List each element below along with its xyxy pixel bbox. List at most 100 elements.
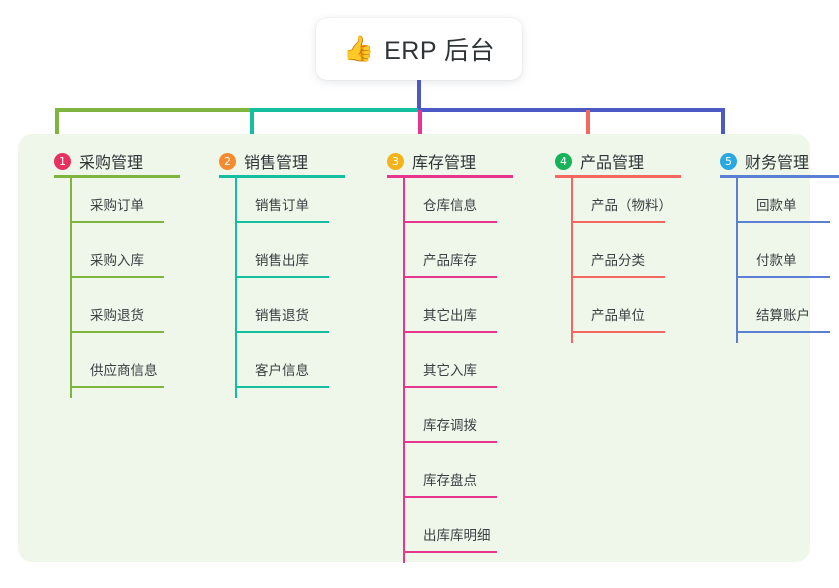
branch-spine [235,178,237,398]
branch-number-badge: 1 [54,152,71,170]
branch-item[interactable]: 销售退货 [219,290,384,345]
branch-item-rule [736,276,830,278]
branch-item-list: 仓库信息产品库存其它出库其它入库库存调拨库存盘点出库库明细 [387,180,552,565]
branch-item[interactable]: 采购入库 [54,235,219,290]
branch-column-inventory: 3 库存管理 仓库信息产品库存其它出库其它入库库存调拨库存盘点出库库明细 [387,134,552,563]
branch-column-purchasing: 1 采购管理 采购订单采购入库采购退货供应商信息 [54,134,219,398]
branch-item-label: 出库库明细 [423,528,491,543]
thumbs-up-icon: 👍 [342,34,375,63]
branch-item-list: 销售订单销售出库销售退货客户信息 [219,180,384,400]
branch-item-rule [403,496,497,498]
branch-item-label: 采购退货 [90,308,144,323]
branch-item[interactable]: 销售出库 [219,235,384,290]
bus-segment-teal [250,108,420,112]
branch-spine [571,178,573,343]
root-node-title: ERP 后台 [384,37,496,65]
branch-item[interactable]: 产品库存 [387,235,552,290]
branch-item-rule [403,331,497,333]
branch-item-label: 库存调拨 [423,418,477,433]
branch-item[interactable]: 回款单 [720,180,839,235]
branch-spine [736,178,738,343]
branch-header-inventory[interactable]: 3 库存管理 [387,134,552,176]
branch-item-label: 产品库存 [423,253,477,268]
branch-item-label: 销售出库 [255,253,309,268]
branch-item[interactable]: 库存调拨 [387,400,552,455]
root-node-card[interactable]: 👍 ERP 后台 [316,18,522,80]
bus-segment-green [55,108,252,112]
branch-column-finance: 5 财务管理 回款单付款单结算账户 [720,134,839,343]
branch-item-rule [403,551,497,553]
branch-item-label: 库存盘点 [423,473,477,488]
branches-panel: 1 采购管理 采购订单采购入库采购退货供应商信息 2 销售管理 销售订单销售出库… [18,134,839,563]
branch-item[interactable]: 采购退货 [54,290,219,345]
branch-title: 财务管理 [745,155,810,172]
branch-number-badge: 5 [720,152,737,170]
branch-title: 销售管理 [244,155,309,172]
branch-column-product: 4 产品管理 产品（物料） 产品分类产品单位 [555,134,720,343]
branch-item-rule [70,386,164,388]
branch-number-badge: 4 [555,152,572,170]
branch-item-label: 仓库信息 [423,198,477,213]
branch-item-label: 客户信息 [255,363,309,378]
branch-item[interactable]: 结算账户 [720,290,839,345]
branch-item[interactable]: 产品（物料） [555,180,720,235]
branch-title: 采购管理 [79,155,144,172]
branch-header-finance[interactable]: 5 财务管理 [720,134,839,176]
bus-segment-blue [418,108,725,112]
branch-item-label: 其它出库 [423,308,477,323]
branch-header-rule [387,175,513,178]
branch-item-rule [736,221,830,223]
branch-title: 产品管理 [580,155,645,172]
branch-item-rule [736,331,830,333]
branch-spine [70,178,72,398]
branch-item-list: 采购订单采购入库采购退货供应商信息 [54,180,219,400]
branch-item[interactable]: 库存盘点 [387,455,552,510]
branch-item-rule [403,386,497,388]
branch-item[interactable]: 出库库明细 [387,510,552,565]
branch-header-sales[interactable]: 2 销售管理 [219,134,384,176]
branch-item[interactable]: 产品分类 [555,235,720,290]
branch-item-label: 结算账户 [756,308,810,323]
branch-item-label: 供应商信息 [90,363,158,378]
branch-item-label: 采购入库 [90,253,144,268]
branch-item[interactable]: 客户信息 [219,345,384,400]
branch-item[interactable]: 供应商信息 [54,345,219,400]
branch-item-label: 销售订单 [255,198,309,213]
root-drop-connector [417,80,421,110]
branch-item-list: 产品（物料） 产品分类产品单位 [555,180,720,345]
branch-item-label: 付款单 [756,253,797,268]
branch-number-badge: 3 [387,152,404,170]
branch-item-rule [571,276,665,278]
branch-column-sales: 2 销售管理 销售订单销售出库销售退货客户信息 [219,134,384,398]
branch-item[interactable]: 采购订单 [54,180,219,235]
branch-item-rule [70,331,164,333]
branch-title: 库存管理 [412,155,477,172]
branch-item-rule [571,221,665,223]
branch-item-label: 采购订单 [90,198,144,213]
branch-header-rule [219,175,345,178]
branch-item-label: 产品（物料） [591,198,672,213]
branch-item-rule [403,276,497,278]
branch-item-rule [70,276,164,278]
branch-item-rule [235,221,329,223]
branch-item-rule [235,276,329,278]
branch-number-badge: 2 [219,152,236,170]
branch-item[interactable]: 仓库信息 [387,180,552,235]
branch-item-rule [70,221,164,223]
branch-header-rule [54,175,180,178]
branch-item[interactable]: 产品单位 [555,290,720,345]
branch-item-rule [235,386,329,388]
branch-item-label: 产品单位 [591,308,645,323]
branch-header-rule [555,175,681,178]
branch-item-list: 回款单付款单结算账户 [720,180,839,345]
branch-header-product[interactable]: 4 产品管理 [555,134,720,176]
branch-item-rule [235,331,329,333]
branch-item-rule [403,221,497,223]
branch-header-purchasing[interactable]: 1 采购管理 [54,134,219,176]
branch-item[interactable]: 其它出库 [387,290,552,345]
branch-item[interactable]: 其它入库 [387,345,552,400]
branch-item[interactable]: 销售订单 [219,180,384,235]
branch-item[interactable]: 付款单 [720,235,839,290]
branch-item-rule [403,441,497,443]
